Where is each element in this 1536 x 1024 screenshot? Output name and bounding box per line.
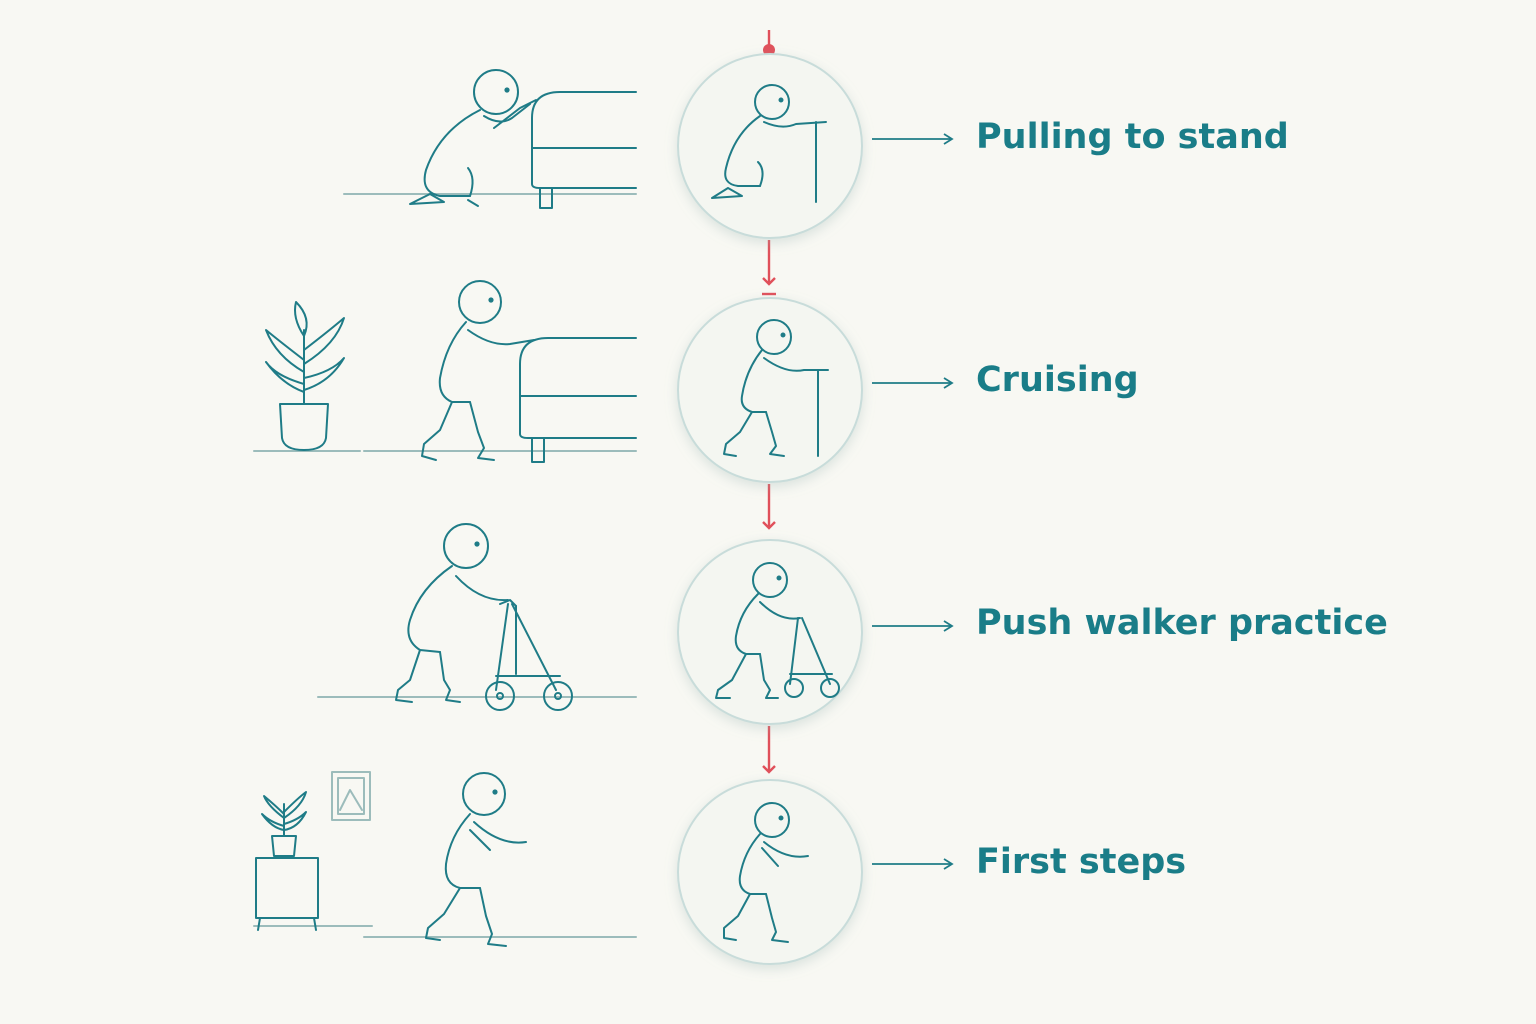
baby-cruising-along-sofa-icon [253, 280, 637, 463]
baby-pulling-up-on-sofa-icon [343, 69, 637, 209]
label-connectors [872, 133, 954, 870]
connector-arrow-3 [872, 620, 954, 632]
milestone-circle-3 [677, 539, 863, 725]
timeline [762, 30, 776, 774]
stage-label-pulling-to-stand: Pulling to stand [976, 117, 1289, 157]
side-table-icon [255, 857, 319, 919]
stage-label-cruising: Cruising [976, 360, 1139, 400]
connector-arrow-4 [872, 858, 954, 870]
milestone-circles [677, 53, 863, 965]
stage-label-push-walker-practice: Push walker practice [976, 603, 1388, 643]
connector-arrow-2 [872, 377, 954, 389]
circle-figure-4 [723, 802, 809, 943]
connector-arrow-1 [872, 133, 954, 145]
plant-pot-icon [279, 403, 329, 451]
baby-walking-icon [253, 771, 637, 947]
wall-picture-icon [331, 771, 371, 821]
circle-figure-2 [723, 319, 829, 457]
stage-label-first-steps: First steps [976, 842, 1187, 882]
milestone-circle-2 [677, 297, 863, 483]
milestone-circle-4 [677, 779, 863, 965]
milestone-circle-1 [677, 53, 863, 239]
circle-figure-1 [711, 84, 827, 203]
circle-figure-3 [715, 562, 840, 699]
baby-with-push-walker-icon [317, 523, 637, 711]
